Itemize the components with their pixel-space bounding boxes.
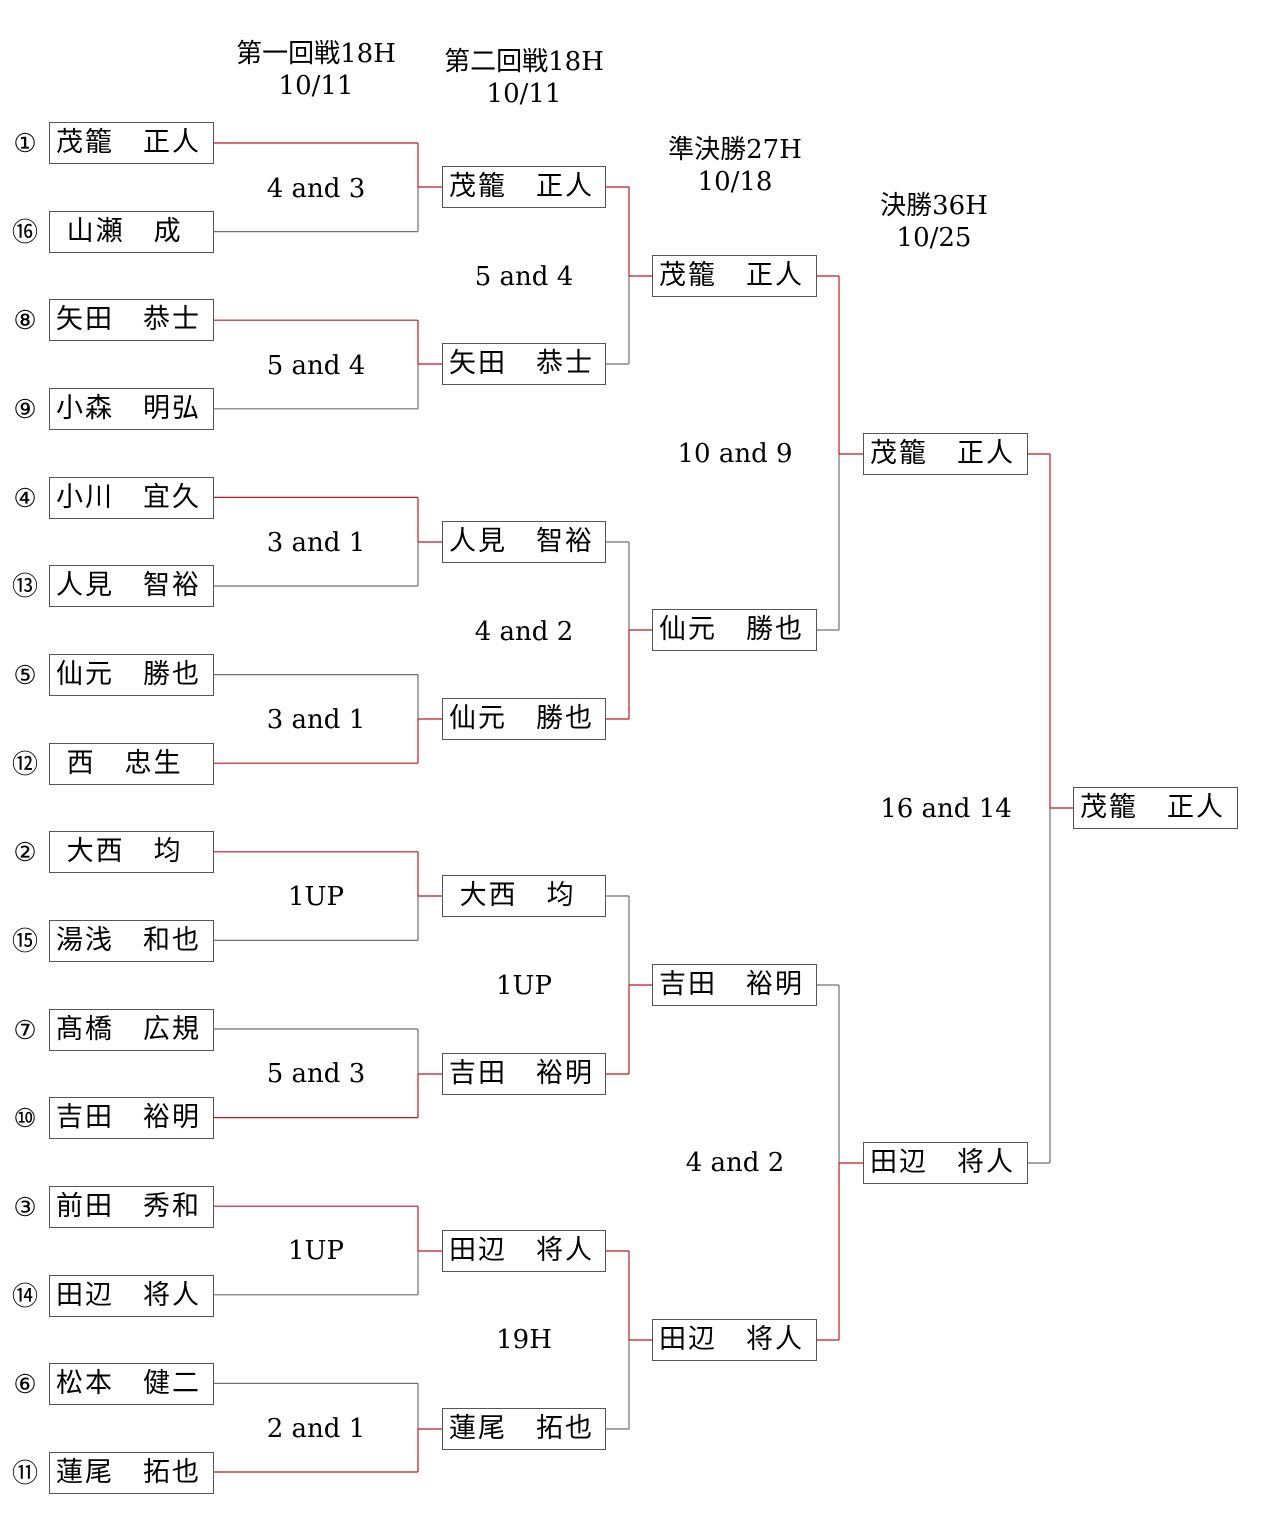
semis-score: 10 and 9 [677,439,793,469]
round1-player: 矢田 恭士 [49,299,214,341]
round1-score: 1UP [288,882,344,912]
header-round1-title: 第一回戦18H [236,39,396,69]
semis-player: 仙元 勝也 [652,609,817,651]
round2-player: 人見 智裕 [442,521,606,563]
round2-score: 19H [496,1325,552,1355]
header-final: 決勝36H 10/25 [834,190,1034,254]
round2-score: 5 and 4 [474,262,574,292]
champion-player: 茂籠 正人 [1073,787,1238,829]
round2-player: 吉田 裕明 [442,1053,606,1095]
round1-player: 田辺 将人 [49,1275,214,1317]
seed-badge: ⑮ [11,927,38,957]
round1-player: 仙元 勝也 [49,654,214,696]
round1-player: 松本 健二 [49,1363,214,1405]
semis-score: 4 and 2 [685,1148,785,1178]
seed-badge: ⑭ [11,1282,38,1312]
semis-player: 吉田 裕明 [652,964,817,1006]
round1-player: 山瀬 成 [49,211,214,253]
seed-badge: ① [13,129,37,159]
header-semis: 準決勝27H 10/18 [635,134,835,198]
round1-score: 1UP [288,1236,344,1266]
semis-player: 茂籠 正人 [652,255,817,297]
seed-badge: ⑯ [11,218,38,248]
round1-player: 髙橋 広規 [49,1009,214,1051]
header-semis-title: 準決勝27H [668,135,802,165]
header-round1: 第一回戦18H 10/11 [216,38,416,102]
round2-score: 1UP [496,971,552,1001]
header-final-title: 決勝36H [880,191,988,221]
round2-player: 大西 均 [442,875,606,917]
round1-player: 茂籠 正人 [49,122,214,164]
seed-badge: ⑫ [11,750,38,780]
seed-badge: ⑤ [13,661,37,691]
header-round2-date: 10/11 [486,79,562,109]
round1-player: 蓮尾 拓也 [49,1452,214,1494]
final-score: 16 and 14 [880,794,1012,824]
round2-score: 4 and 2 [474,617,574,647]
round2-player: 矢田 恭士 [442,343,606,385]
round1-player: 前田 秀和 [49,1186,214,1228]
header-semis-date: 10/18 [697,167,773,197]
round1-player: 小森 明弘 [49,388,214,430]
seed-badge: ③ [13,1193,37,1223]
seed-badge: ⑥ [13,1370,37,1400]
round1-score: 5 and 3 [266,1059,366,1089]
round1-score: 3 and 1 [266,528,366,558]
header-final-date: 10/25 [896,223,972,253]
round1-score: 3 and 1 [266,705,366,735]
round1-score: 5 and 4 [266,351,366,381]
header-round2: 第二回戦18H 10/11 [424,46,624,110]
round1-player: 吉田 裕明 [49,1097,214,1139]
header-round1-date: 10/11 [278,71,354,101]
header-round2-title: 第二回戦18H [444,47,604,77]
final-player: 茂籠 正人 [863,433,1028,475]
round1-player: 大西 均 [49,831,214,873]
round1-score: 4 and 3 [266,174,366,204]
round2-player: 蓮尾 拓也 [442,1408,606,1450]
semis-player: 田辺 将人 [652,1319,817,1361]
round2-player: 茂籠 正人 [442,166,606,208]
final-player: 田辺 将人 [863,1142,1028,1184]
seed-badge: ⑪ [11,1459,38,1489]
round1-player: 小川 宜久 [49,477,214,519]
seed-badge: ⑧ [13,306,37,336]
round1-player: 人見 智裕 [49,565,214,607]
seed-badge: ⑨ [13,395,37,425]
round1-player: 西 忠生 [49,743,214,785]
round1-score: 2 and 1 [266,1414,366,1444]
round2-player: 田辺 将人 [442,1230,606,1272]
seed-badge: ④ [13,484,37,514]
seed-badge: ② [13,838,37,868]
seed-badge: ⑩ [13,1104,37,1134]
seed-badge: ⑦ [13,1016,37,1046]
round1-player: 湯浅 和也 [49,920,214,962]
round2-player: 仙元 勝也 [442,698,606,740]
seed-badge: ⑬ [11,572,38,602]
